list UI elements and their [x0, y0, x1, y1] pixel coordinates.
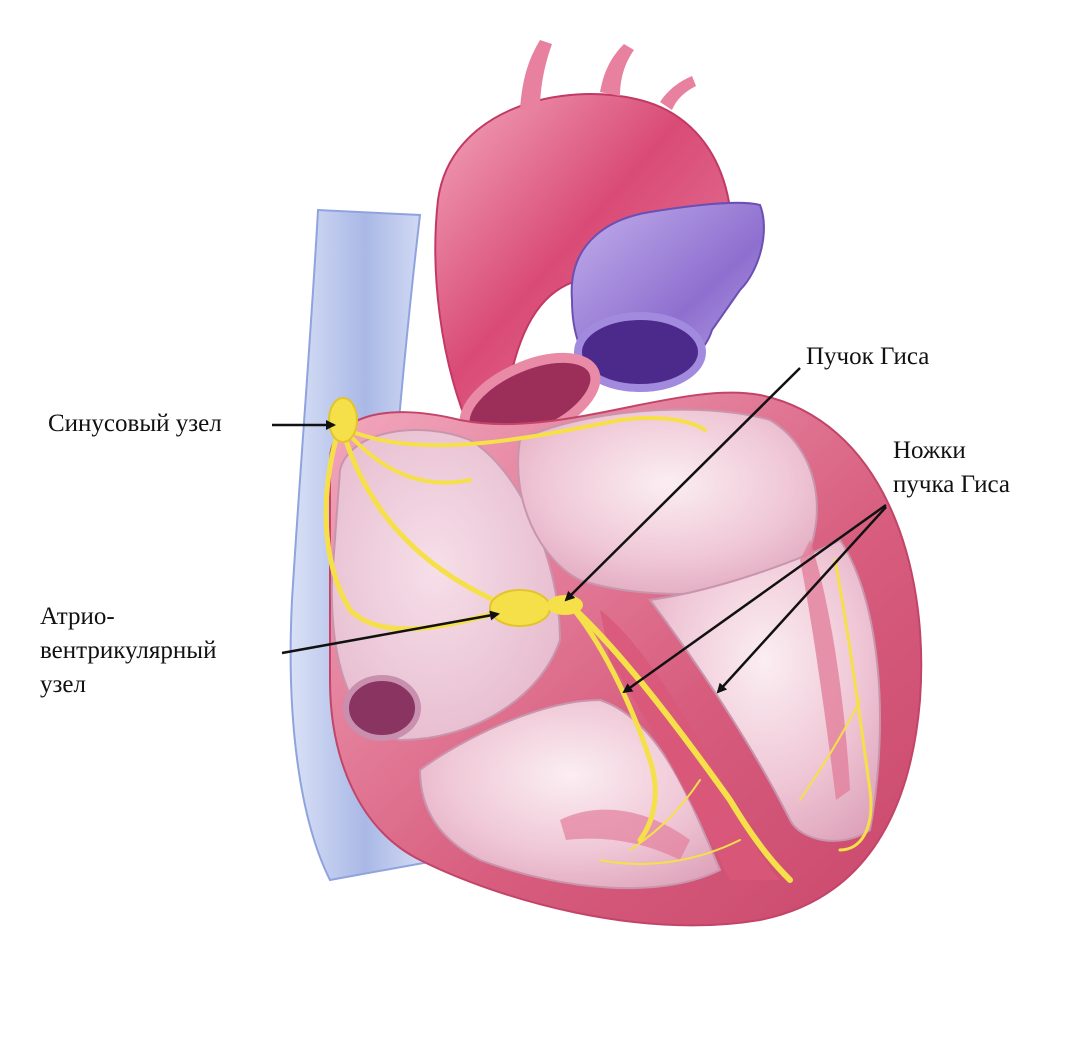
bachmann-bundle — [346, 416, 707, 448]
bundle-of-his — [547, 595, 583, 615]
aortic-branch-1 — [520, 40, 552, 110]
internodal-pathway-1 — [323, 422, 508, 632]
label-av-node: Атрио- вентрикулярный узел — [40, 600, 216, 702]
sinus-node — [328, 397, 358, 443]
aortic-branch-2 — [600, 44, 634, 96]
purkinje-fibers-1 — [629, 779, 701, 851]
label-sinus-node: Синусовый узел — [48, 410, 222, 437]
label-av-node-line2: вентрикулярный — [40, 637, 217, 664]
arrow-right-bundle-branch — [622, 503, 887, 694]
right-bundle-branch — [567, 602, 658, 843]
papillary-muscle-left — [800, 540, 850, 800]
aortic-branch-3 — [660, 76, 696, 110]
label-bundle-branches-line2: пучка Гиса — [893, 471, 1010, 498]
pulmonary-opening — [574, 312, 706, 392]
conduction-system — [323, 416, 873, 883]
label-bundle-branches-line1: Ножки — [893, 437, 966, 464]
papillary-muscle-right — [560, 809, 690, 860]
pointer-arrows — [272, 367, 887, 694]
purkinje-fibers-2 — [599, 839, 741, 865]
arrow-av-node — [281, 610, 500, 655]
label-av-node-line1: Атрио- — [40, 603, 115, 630]
purkinje-fibers-left — [833, 558, 873, 852]
ivc-opening — [343, 675, 421, 741]
av-node — [489, 589, 551, 627]
left-bundle-branch — [567, 602, 793, 883]
label-bundle-of-his: Пучок Гиса — [806, 343, 930, 370]
purkinje-fibers-3 — [799, 699, 861, 801]
label-bundle-branches: Ножки пучка Гиса — [893, 434, 1010, 502]
left-atrium — [517, 408, 818, 595]
internodal-pathway-3 — [343, 428, 472, 485]
label-av-node-line3: узел — [40, 671, 86, 698]
arrow-bundle-of-his — [564, 367, 801, 602]
arrow-left-bundle-branch — [716, 506, 887, 694]
internodal-pathway-2 — [339, 425, 508, 608]
